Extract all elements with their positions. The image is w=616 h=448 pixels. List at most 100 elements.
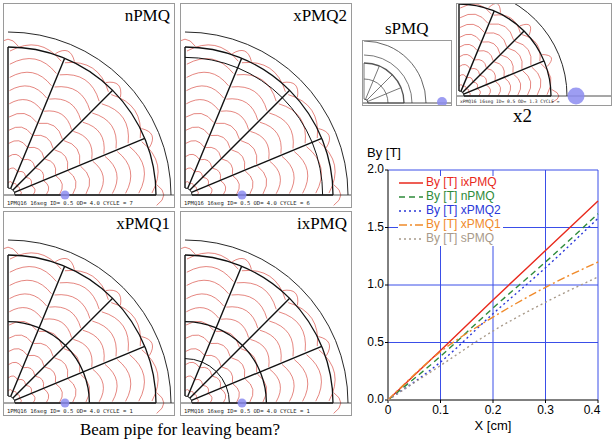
field-line [92,113,116,148]
field-line [10,72,52,86]
legend-swatch [398,234,424,244]
field-line [505,78,511,95]
field-line [269,113,293,148]
field-line [216,123,240,139]
magnet-outline [459,91,464,96]
field-line [187,72,229,86]
field-line [195,379,203,385]
segment-boundary [461,11,494,91]
panel-box: xPMQ16 16seg ID= 0.5 OD= 1.3 CYCLE =x2 [456,3,612,106]
magnet-outline [185,47,333,195]
field-line [233,176,239,194]
field-line [515,41,531,65]
legend-item: By [T] xPMQ2 [398,204,503,218]
field-line [93,161,104,193]
field-line [23,159,35,167]
field-line [68,379,76,402]
field-line [56,384,62,402]
field-line [44,389,49,403]
field-line [237,283,276,310]
field-line [186,362,200,367]
axis-line [181,195,351,196]
segment-boundary [14,346,144,400]
data-line [388,262,598,400]
field-line [269,321,293,356]
field-line [186,308,218,319]
tick-mark [385,227,388,228]
field-line [270,369,281,401]
field-line [242,270,285,299]
field-line [200,159,212,167]
field-line [49,99,80,120]
panel-title: sPMQ [385,20,428,39]
field-line [221,111,249,130]
field-line [45,367,56,383]
legend-line [399,238,423,240]
field-line [226,307,257,328]
field-line [9,113,37,122]
axis-line [457,96,611,97]
segment-boundary [188,266,242,396]
segment-boundary [191,138,321,192]
panel-footer: xPMQ16 16seg ID= 0.5 OD= 1.3 CYCLE = [460,99,560,104]
legend-item: By [T] xPMQ1 [398,218,503,232]
tick-mark [598,400,599,403]
field-line [486,33,507,47]
field-line [9,100,41,111]
chart [385,170,598,403]
magnet-outline [364,99,368,103]
field-line [288,95,317,138]
tick-label: 0.1 [432,404,449,417]
field-line [486,85,490,95]
field-line [471,68,480,74]
field-line [279,312,306,351]
field-line [39,123,63,139]
field-line [221,181,226,195]
legend-text: By [T] nPMQ [424,190,497,203]
field-line [9,141,27,147]
field-line [83,330,104,361]
legend-swatch [398,220,424,230]
panel-box: sPMQ [362,40,452,106]
segment-boundary [7,255,8,396]
grid-line [388,170,598,171]
legend-text: By [T] ixPMQ [424,176,499,189]
field-line [208,394,212,403]
tick-mark [493,400,494,403]
field-line [475,60,487,68]
magnet-outline [185,240,348,403]
magnet-cross-section [181,240,351,413]
tick-label: 0.2 [485,404,502,417]
segment-boundary [458,4,459,91]
field-line [213,376,221,388]
field-line [494,62,504,77]
field-line [111,95,140,138]
field-line [294,152,308,194]
field-line [307,355,322,402]
field-line [64,141,80,165]
field-line [459,64,469,68]
field-line [477,89,480,96]
segment-boundary [364,63,365,99]
field-line [213,168,221,180]
field-line [186,141,204,147]
field-line [231,150,244,170]
field-line [237,75,276,102]
field-line [102,312,129,351]
magnet-cross-section [4,32,174,205]
magnet-cross-section [4,240,174,413]
field-line [501,55,513,73]
field-line [222,159,233,175]
beam-pipe [61,191,70,200]
tick-label: 0.3 [537,404,554,417]
field-line [242,62,285,91]
field-line [460,34,481,41]
tick-label: 0.4 [584,404,601,417]
field-line [9,86,46,98]
field-line [31,394,35,403]
field-line [460,24,484,32]
axis-title: By [T] [367,146,401,160]
field-line [28,355,44,366]
field-line [18,171,26,177]
